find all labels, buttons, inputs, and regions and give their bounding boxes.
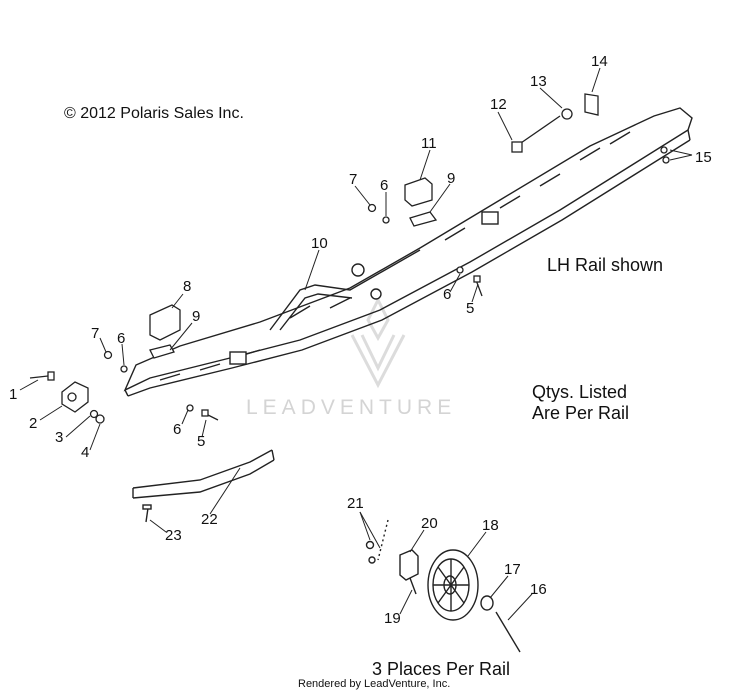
fastener-parts: [186, 93, 670, 421]
callout-19: 19: [384, 610, 401, 627]
callout-6c: 6: [380, 177, 388, 194]
slide-block-parts: [149, 177, 438, 359]
watermark-text: LEADVENTURE: [246, 396, 457, 419]
callout-15: 15: [695, 149, 712, 166]
callout-2: 2: [29, 415, 37, 432]
callout-17: 17: [504, 561, 521, 578]
qty-note: Qtys. Listed Are Per Rail: [532, 382, 629, 424]
copyright-text: © 2012 Polaris Sales Inc.: [64, 105, 244, 122]
rendered-by-text: Rendered by LeadVenture, Inc.: [298, 678, 451, 690]
callout-8: 8: [183, 278, 191, 295]
callout-18: 18: [482, 517, 499, 534]
rail-assembly: [123, 107, 693, 397]
callout-21: 21: [347, 495, 364, 512]
qty-note-line2: Are Per Rail: [532, 403, 630, 423]
places-note: 3 Places Per Rail: [372, 659, 511, 679]
idler-wheel-assembly: [365, 519, 521, 653]
callout-7: 7: [91, 325, 99, 342]
front-bumper-parts: [29, 350, 128, 424]
callout-20: 20: [421, 515, 438, 532]
callout-13: 13: [530, 73, 547, 90]
callout-9: 9: [192, 308, 200, 325]
callout-11: 11: [421, 135, 437, 152]
leader-lines: [19, 67, 693, 621]
qty-note-line1: Qtys. Listed: [532, 382, 628, 402]
callout-6d: 6: [443, 286, 451, 303]
callout-12: 12: [490, 96, 507, 113]
callout-3: 3: [55, 429, 63, 446]
callout-6b: 6: [117, 330, 125, 347]
wear-strip: [132, 449, 275, 523]
callout-numbers: 1 2 3 4 5 6 7 6 8 9 10 7 6 11 9 12 13 14…: [9, 53, 712, 627]
callout-10: 10: [311, 235, 328, 252]
callout-16: 16: [530, 581, 547, 598]
callout-5b: 5: [466, 300, 474, 317]
callout-9b: 9: [447, 170, 455, 187]
callout-5: 5: [197, 433, 205, 450]
side-note: LH Rail shown: [547, 255, 664, 275]
callout-4: 4: [81, 444, 89, 461]
callout-23: 23: [165, 527, 182, 544]
callout-7b: 7: [349, 171, 357, 188]
callout-1: 1: [9, 386, 17, 403]
callout-22: 22: [201, 511, 218, 528]
callout-14: 14: [591, 53, 608, 70]
callout-6: 6: [173, 421, 181, 438]
